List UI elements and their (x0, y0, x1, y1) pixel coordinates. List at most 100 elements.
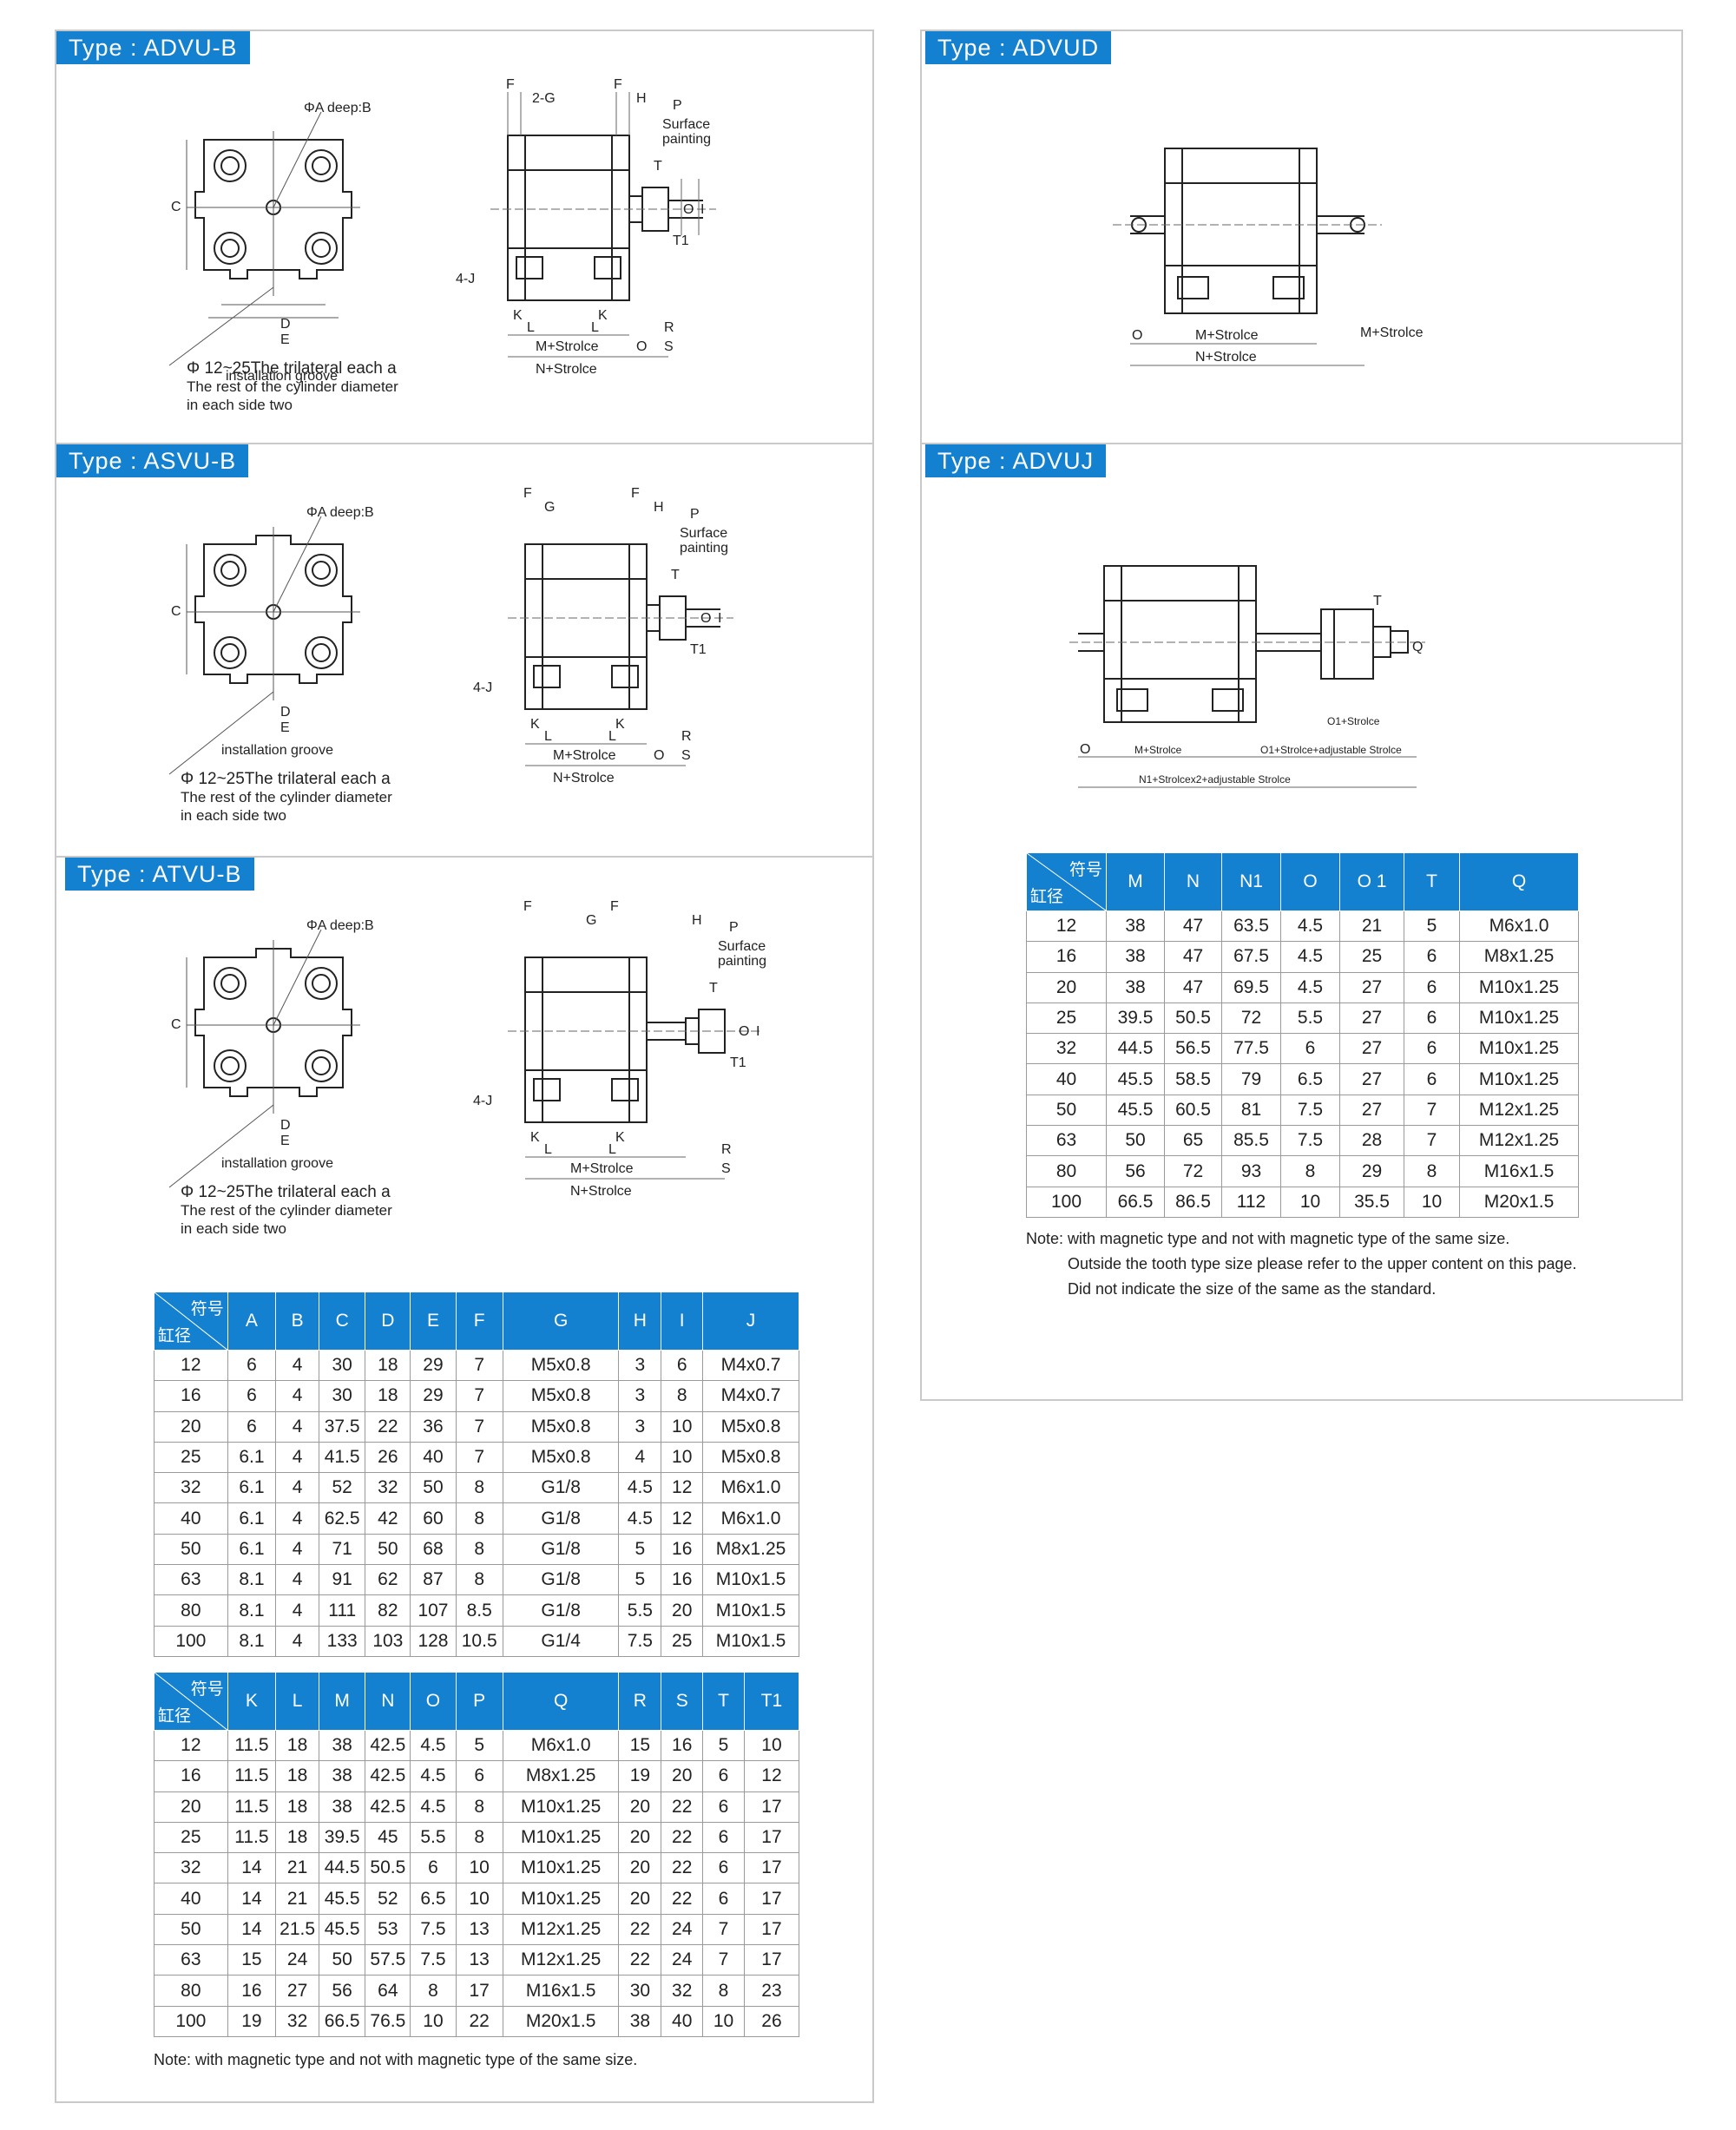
label-painting: painting (680, 541, 728, 556)
table-cell: 85.5 (1221, 1125, 1281, 1157)
label-o-side: O (700, 611, 711, 626)
label-t: T (671, 568, 680, 582)
table-cell: 4 (275, 1472, 320, 1504)
label-o: O (636, 339, 647, 354)
label-groove: installation groove (226, 369, 338, 384)
panel-title-advuj: Type : ADVUJ (925, 444, 1107, 477)
label-c: C (171, 200, 181, 214)
label-m-stroke: M+Strolce (553, 748, 616, 763)
table-cell: 5.5 (618, 1594, 662, 1627)
label-r: R (681, 729, 692, 744)
table-cell: 6 (410, 1852, 457, 1884)
table-cell: M5x0.8 (702, 1410, 799, 1443)
column-header: N (1164, 852, 1222, 911)
table-cell: 93 (1221, 1155, 1281, 1187)
table-cell: M16x1.5 (1459, 1155, 1579, 1187)
table-cell: M10x1.25 (1459, 1063, 1579, 1095)
table-cell: M6x1.0 (702, 1472, 799, 1504)
table-cell: 4 (275, 1564, 320, 1596)
table-cell: 52 (365, 1883, 411, 1915)
column-header: Q (1459, 852, 1579, 911)
atvu-b-front-view: ΦA deep:B C D E installation groove (168, 914, 421, 1200)
table-cell: 18 (365, 1349, 411, 1382)
label-m-stroke-1: M+Strolce (1195, 328, 1259, 343)
corner-header: 符号 缸径 (154, 1292, 228, 1351)
table-cell: 56.5 (1164, 1033, 1222, 1065)
table-cell: 4 (275, 1625, 320, 1657)
bore-size-cell: 40 (154, 1502, 228, 1535)
label-i-side: I (756, 1024, 760, 1039)
table-cell: 29 (410, 1349, 457, 1382)
table-cell: 7 (455, 1349, 503, 1382)
label-m-stroke: M+Strolce (570, 1161, 634, 1176)
label-k2: K (598, 308, 608, 323)
table-cell: 79 (1221, 1063, 1281, 1095)
label-c: C (171, 604, 181, 619)
table-cell: 42.5 (365, 1791, 411, 1823)
table-cell: 4.5 (1280, 971, 1340, 1003)
label-p: P (690, 507, 700, 522)
table-cell: 6 (227, 1380, 277, 1412)
table-cell: 50 (319, 1944, 366, 1976)
table-cell: M8x1.25 (702, 1533, 799, 1566)
note-line: Φ 12~25The trilateral each a (187, 359, 397, 378)
table-cell: 8 (455, 1502, 503, 1535)
column-header: O 1 (1339, 852, 1404, 911)
table-cell: 24 (661, 1944, 704, 1976)
bore-size-cell: 16 (1026, 941, 1107, 973)
atvu-b-notes: Φ 12~25The trilateral each a The rest of… (181, 1183, 392, 1238)
table-cell: 38 (319, 1760, 366, 1792)
table-cell: 12 (661, 1502, 704, 1535)
label-s: S (681, 748, 691, 763)
label-j: 4-J (473, 1094, 492, 1108)
label-e: E (280, 1134, 290, 1148)
table-cell: 25 (1339, 941, 1404, 973)
column-header: K (227, 1672, 277, 1731)
label-j: 4-J (456, 272, 475, 286)
bore-size-cell: 32 (154, 1472, 228, 1504)
table-cell: 4 (275, 1441, 320, 1474)
label-d: D (280, 317, 291, 332)
table-cell: 16 (661, 1729, 704, 1762)
table-cell: 40 (410, 1441, 457, 1474)
table-cell: 14 (227, 1852, 277, 1884)
bore-size-cell: 63 (154, 1564, 228, 1596)
table-cell: M20x1.5 (502, 2005, 620, 2037)
column-header: G (502, 1292, 620, 1351)
table-cell: 27 (1339, 1094, 1404, 1127)
bore-size-cell: 50 (154, 1533, 228, 1566)
table-cell: 6 (702, 1883, 745, 1915)
table-cell: 25 (661, 1625, 704, 1657)
table-cell: 11.5 (227, 1821, 277, 1854)
label-p: P (729, 920, 739, 935)
table-cell: 10 (1404, 1186, 1460, 1218)
table-cell: 58.5 (1164, 1063, 1222, 1095)
label-painting: painting (662, 132, 711, 147)
table-cell: 3 (618, 1349, 662, 1382)
label-i-side: I (700, 202, 704, 217)
column-header: M (1106, 852, 1165, 911)
table-cell: 103 (365, 1625, 411, 1657)
table-cell: M12x1.25 (502, 1944, 620, 1976)
label-f1: F (523, 486, 532, 501)
table-cell: 128 (410, 1625, 457, 1657)
label-r: R (664, 320, 674, 335)
panel-title-advu-b: Type : ADVU-B (56, 31, 250, 64)
table-cell: 60.5 (1164, 1094, 1222, 1127)
table-cell: 22 (661, 1791, 704, 1823)
table-cell: 23 (743, 1975, 800, 2007)
label-o: O (1080, 742, 1090, 757)
table-cell: 22 (365, 1410, 411, 1443)
label-o-side: O (739, 1024, 749, 1039)
label-i-side: I (718, 611, 721, 626)
table-cell: 21 (275, 1852, 320, 1884)
table-cell: 15 (618, 1729, 662, 1762)
label-m-stroke: M+Strolce (536, 339, 599, 354)
table-cell: 16 (227, 1975, 277, 2007)
table-cell: 41.5 (319, 1441, 366, 1474)
